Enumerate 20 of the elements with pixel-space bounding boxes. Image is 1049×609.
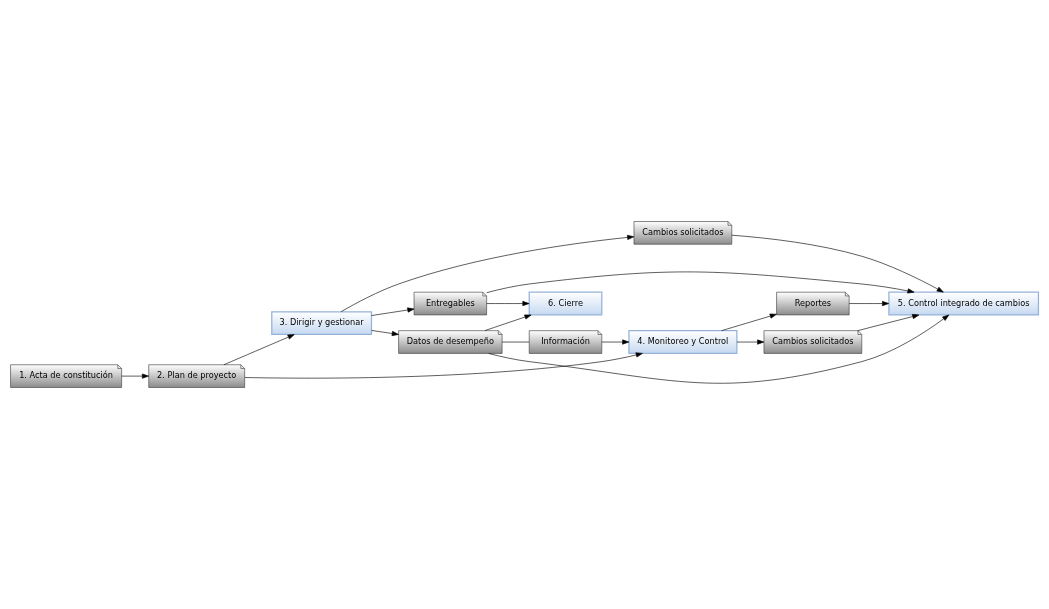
arrow xyxy=(857,314,920,331)
arrow xyxy=(849,301,890,307)
arrow xyxy=(223,334,295,366)
arrow xyxy=(484,314,532,331)
arrow xyxy=(736,339,765,345)
node-box: 5. Control integrado de cambios xyxy=(888,291,1040,316)
arrow xyxy=(340,234,635,312)
node-box: 4. Monitoreo y Control xyxy=(628,330,738,355)
arrow xyxy=(721,313,777,331)
node-box: 3. Dirigir y gestionar xyxy=(271,311,373,336)
arrow xyxy=(121,373,149,379)
arrow xyxy=(731,234,944,293)
arrow xyxy=(371,330,399,336)
arrow xyxy=(601,339,630,345)
arrow xyxy=(244,352,643,379)
arrow xyxy=(371,307,415,316)
arrow xyxy=(486,271,915,294)
arrow xyxy=(488,314,950,384)
node-box: 6. Cierre xyxy=(528,291,603,316)
arrow xyxy=(486,301,530,307)
